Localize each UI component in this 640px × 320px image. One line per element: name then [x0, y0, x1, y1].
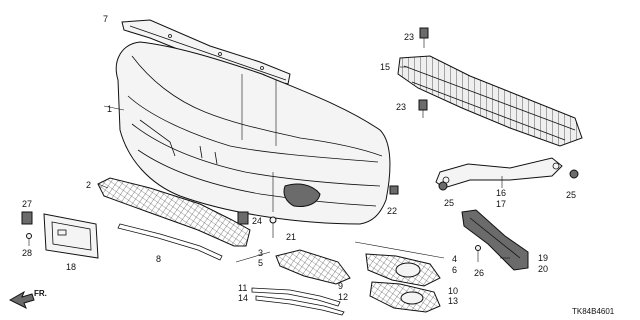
callout-25a: 25	[444, 198, 454, 208]
callout-7: 7	[103, 14, 108, 24]
callout-2: 2	[86, 180, 91, 190]
callout-20: 20	[538, 264, 548, 274]
grille-molding-part	[117, 223, 223, 261]
callout-25b: 25	[566, 190, 576, 200]
clip-fastener-25b	[569, 169, 579, 179]
side-bracket-part	[435, 157, 563, 189]
callout-21: 21	[286, 232, 296, 242]
screw-26	[475, 245, 481, 262]
reference-code: TK84B4601	[572, 307, 615, 316]
callout-8: 8	[156, 254, 161, 264]
lower-side-bracket-part	[461, 209, 529, 271]
callout-26: 26	[474, 268, 484, 278]
callout-4: 4	[452, 254, 457, 264]
callout-15: 15	[380, 62, 390, 72]
callout-5: 5	[258, 258, 263, 268]
clip-fastener-24	[237, 211, 249, 225]
callout-18: 18	[66, 262, 76, 272]
upper-grille-part	[97, 177, 251, 247]
upper-bracket-part	[121, 19, 291, 85]
clip-fastener-27	[21, 211, 33, 225]
callout-6: 6	[452, 265, 457, 275]
callout-11: 11	[238, 283, 247, 293]
fog-cover-part	[365, 253, 441, 287]
clip-fastener-23b	[418, 99, 428, 118]
callout-3: 3	[258, 248, 263, 258]
callout-1: 1	[107, 104, 112, 114]
fog-grille-part	[275, 249, 351, 285]
bumper-face-part	[115, 41, 391, 225]
callout-12: 12	[338, 292, 348, 302]
screw-28	[26, 233, 32, 246]
clip-fastener-22	[389, 185, 399, 195]
clip-fastener-25a	[438, 181, 448, 191]
callout-24: 24	[252, 216, 262, 226]
callout-16: 16	[496, 188, 506, 198]
callout-28: 28	[22, 248, 32, 258]
callout-17: 17	[496, 199, 506, 209]
lower-molding-part	[251, 287, 345, 316]
fog-garnish-part	[369, 281, 441, 313]
screw-21	[269, 216, 277, 238]
callout-9: 9	[338, 281, 343, 291]
direction-label: FR.	[34, 289, 47, 298]
clip-fastener-23a	[419, 27, 429, 48]
callout-13: 13	[448, 296, 458, 306]
reference-lines	[97, 66, 510, 263]
absorber-part	[397, 55, 583, 147]
license-plate-bracket-part	[43, 213, 99, 259]
callout-10: 10	[448, 286, 458, 296]
callout-22: 22	[387, 206, 397, 216]
callout-23b: 23	[396, 102, 406, 112]
callout-27: 27	[22, 199, 32, 209]
callout-14: 14	[238, 293, 248, 303]
callout-19: 19	[538, 253, 548, 263]
callouts: 1 2 3 4 5 6 7 8 9 10 11 12 13 14 15 16 1…	[22, 14, 576, 306]
front-direction-arrow-icon	[8, 290, 35, 310]
callout-23a: 23	[404, 32, 414, 42]
